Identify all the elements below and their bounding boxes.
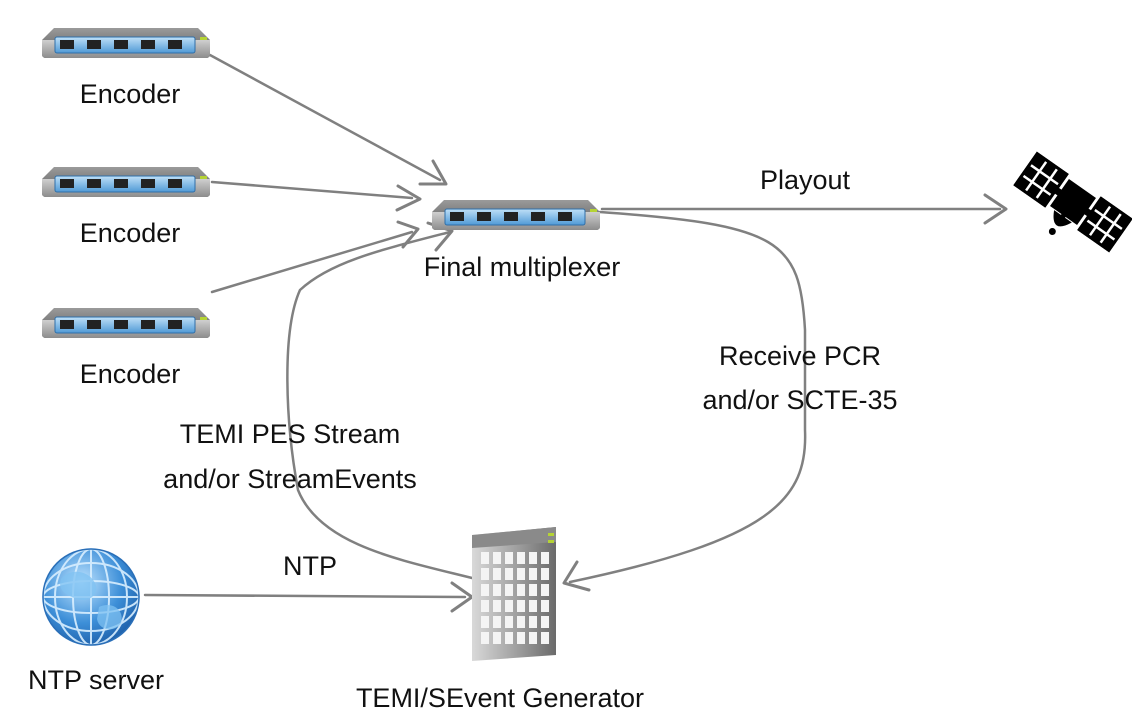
edge-multiplexer-to-generator bbox=[568, 210, 807, 584]
encoder-2-label: Encoder bbox=[79, 218, 181, 248]
edge-generator-to-multiplexer bbox=[286, 230, 474, 580]
encoder-1-label: Encoder bbox=[79, 79, 181, 109]
server-tower-icon bbox=[472, 527, 556, 661]
ntp-server-label: NTP server bbox=[27, 665, 165, 695]
receive-pcr-label-line1: Receive PCR bbox=[718, 341, 882, 371]
edge-encoder-3-to-multiplexer bbox=[210, 230, 414, 294]
satellite-icon bbox=[1013, 151, 1132, 253]
encoder-3-switch-icon bbox=[41, 307, 211, 339]
multiplexer-switch-icon bbox=[431, 199, 601, 231]
temi-pes-label-line2: and/or StreamEvents bbox=[163, 464, 417, 494]
arrowhead-encoder-2 bbox=[395, 184, 422, 212]
receive-pcr-label-line2: and/or SCTE-35 bbox=[702, 385, 898, 415]
edge-ntp-to-generator bbox=[143, 593, 467, 599]
encoder-1-switch-icon bbox=[41, 27, 211, 59]
multiplexer-label: Final multiplexer bbox=[423, 252, 621, 282]
arrowhead-generator-in bbox=[562, 560, 591, 592]
arrowhead-encoder-3 bbox=[396, 220, 420, 249]
arrowhead-satellite bbox=[983, 193, 1008, 225]
globe-icon bbox=[42, 548, 140, 646]
edge-encoder-1-to-multiplexer bbox=[208, 53, 442, 182]
encoder-2-switch-icon bbox=[41, 166, 211, 198]
edge-encoder-2-to-multiplexer bbox=[210, 180, 414, 200]
playout-edge-label: Playout bbox=[759, 165, 851, 195]
ntp-edge-label: NTP bbox=[283, 551, 337, 581]
temi-pes-label-line1: TEMI PES Stream bbox=[179, 419, 401, 449]
generator-label: TEMI/SEvent Generator bbox=[355, 683, 645, 713]
encoder-3-label: Encoder bbox=[79, 359, 181, 389]
arrowhead-encoder-1 bbox=[418, 159, 448, 186]
